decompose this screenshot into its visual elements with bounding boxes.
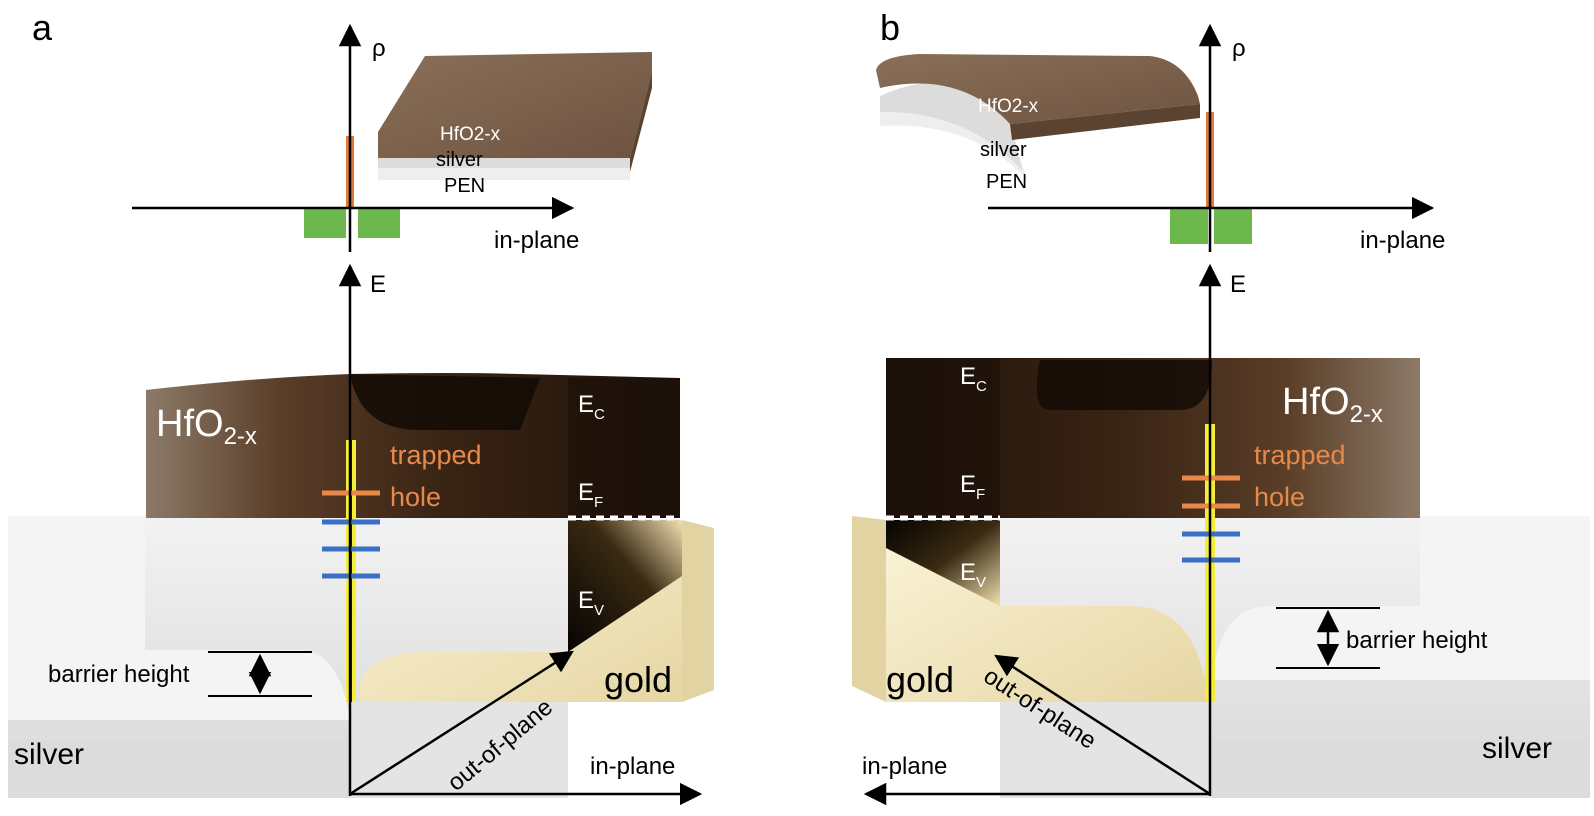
out-of-plane-axis-b: [994, 654, 1211, 796]
ev-label-b: EV: [960, 559, 986, 591]
valence-band-a: [568, 520, 682, 652]
panel-b-letter: b: [880, 7, 900, 48]
dos-bar-left-b: [1170, 208, 1208, 244]
stack-label-hfo-b: HfO2-x: [978, 96, 1039, 117]
gold-label-a: gold: [604, 659, 672, 700]
valence-band-b: [886, 520, 1000, 606]
stack-label-hfo-a: HfO2-x: [440, 124, 501, 145]
hole-label-a: hole: [390, 482, 441, 512]
rho-axis-label-b: ρ: [1232, 35, 1246, 62]
oxide-block-a: [146, 373, 680, 518]
dos-bar-left-a: [304, 208, 346, 238]
barrier-height-label-a: barrier height: [48, 661, 190, 688]
in-plane-label-bottom-b: in-plane: [862, 753, 947, 780]
oxide-block-b: [886, 358, 1420, 518]
silver-label-a: silver: [14, 738, 84, 771]
gold-label-b: gold: [886, 659, 954, 700]
in-plane-label-bottom-a: in-plane: [590, 753, 675, 780]
stack-label-pen-a: PEN: [444, 175, 485, 197]
energy-axis-label-a: E: [370, 271, 386, 298]
stack-label-pen-b: PEN: [986, 171, 1027, 193]
panel-a: a HfO2-x silver PEN ρ in-plane: [8, 7, 714, 806]
panel-b: b HfO2-x silver PEN ρ in-plane: [852, 7, 1590, 806]
energy-axis-label-b: E: [1230, 271, 1246, 298]
ef-label-a: EF: [578, 479, 603, 511]
barrier-height-label-b: barrier height: [1346, 627, 1488, 654]
ec-label-b: EC: [960, 363, 987, 395]
dos-bar-right-b: [1214, 208, 1252, 244]
ef-label-b: EF: [960, 471, 985, 503]
in-plane-label-top-b: in-plane: [1360, 227, 1445, 254]
oxide-label-a: HfO2-x: [156, 403, 257, 450]
rho-axis-label-a: ρ: [372, 35, 386, 62]
ev-label-a: EV: [578, 587, 604, 619]
stack-label-silver-a: silver: [436, 149, 483, 171]
stack-label-silver-b: silver: [980, 139, 1027, 161]
in-plane-label-top-a: in-plane: [494, 227, 579, 254]
ec-label-a: EC: [578, 391, 605, 423]
hole-label-b: hole: [1254, 482, 1305, 512]
film-stack-inset-a: [378, 52, 652, 180]
panel-a-letter: a: [32, 7, 53, 48]
trapped-label-a: trapped: [390, 440, 482, 470]
oxide-label-b: HfO2-x: [1282, 381, 1383, 428]
dos-bar-right-a: [358, 208, 400, 238]
film-stack-inset-b: [876, 54, 1200, 180]
out-of-plane-axis-a: [349, 650, 574, 796]
trapped-label-b: trapped: [1254, 440, 1346, 470]
silver-label-b: silver: [1482, 732, 1552, 765]
